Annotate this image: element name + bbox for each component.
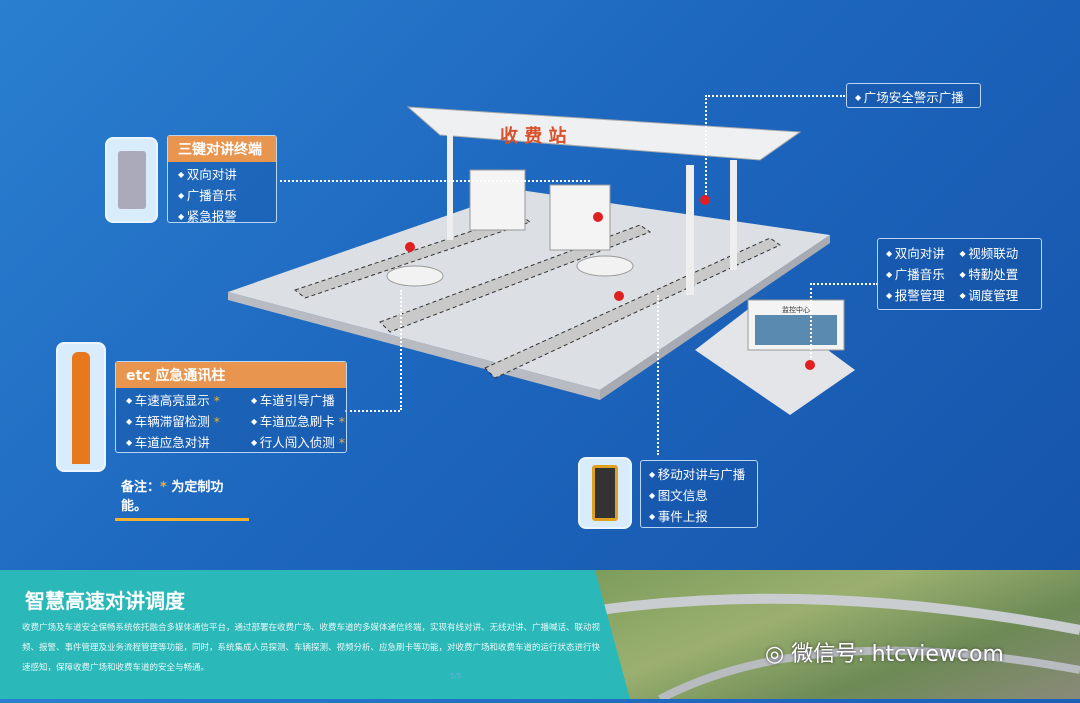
- feature-item: 视频联动: [960, 243, 1034, 264]
- connector-line: [280, 180, 590, 182]
- feature-item: 双向对讲: [178, 164, 266, 185]
- feature-item: 车辆滞留检测 *: [126, 411, 251, 432]
- device-marker: [593, 212, 603, 222]
- footer-title: 智慧高速对讲调度: [25, 589, 185, 613]
- device-marker: [805, 360, 815, 370]
- feature-item: 广播音乐: [886, 264, 960, 285]
- feature-item: 调度管理: [960, 285, 1034, 306]
- mobile-terminal-panel: 移动对讲与广播 图文信息 事件上报: [640, 460, 758, 528]
- feature-item: 广场安全警示广播: [855, 87, 972, 108]
- mobile-terminal-image: [578, 457, 632, 529]
- device-marker: [405, 242, 415, 252]
- wechat-watermark: ◎ 微信号: htcviewcom: [765, 642, 1004, 667]
- feature-item: 车道引导广播: [251, 390, 345, 411]
- control-center-panel: 双向对讲 视频联动 广播音乐 特勤处置 报警管理 调度管理: [877, 238, 1042, 310]
- connector-line: [810, 283, 878, 358]
- connector-line: [400, 290, 402, 410]
- device-marker: [700, 195, 710, 205]
- feature-item: 报警管理: [886, 285, 960, 306]
- feature-item: 移动对讲与广播: [649, 464, 749, 485]
- page-number: 5/5: [450, 672, 462, 680]
- footer-panel: 智慧高速对讲调度 收费广场及车道安全保畅系统依托融合多媒体通信平台，通过部署在收…: [0, 570, 630, 699]
- device-marker: [614, 291, 624, 301]
- feature-item: 行人闯入侦测 *: [251, 432, 345, 453]
- feature-item: 特勤处置: [960, 264, 1034, 285]
- footer-description: 收费广场及车道安全保畅系统依托融合多媒体通信平台，通过部署在收费广场、收费车道的…: [22, 623, 601, 673]
- connector-line: [345, 410, 400, 412]
- etc-column-image: [56, 342, 106, 472]
- feature-item: 车速高亮显示 *: [126, 390, 251, 411]
- connector-line: [657, 295, 659, 455]
- toll-station-illustration: 收 费 站 监控中心: [228, 106, 855, 415]
- panel-title: 三键对讲终端: [168, 136, 276, 162]
- feature-item: 车道应急刷卡 *: [251, 411, 345, 432]
- feature-item: 广播音乐: [178, 185, 266, 206]
- toll-sign: 收 费 站: [500, 125, 567, 147]
- panel-title: etc 应急通讯柱: [116, 362, 346, 388]
- wechat-icon: ◎: [765, 642, 792, 667]
- feature-item: 双向对讲: [886, 243, 960, 264]
- three-key-terminal-panel: 三键对讲终端 双向对讲 广播音乐 紧急报警: [167, 135, 277, 224]
- feature-item: 车道应急对讲: [126, 432, 251, 453]
- feature-item: 紧急报警: [178, 206, 266, 227]
- etc-column-panel: etc 应急通讯柱 车速高亮显示 * 车道引导广播 车辆滞留检测 * 车道应急刷…: [115, 361, 347, 453]
- feature-item: 事件上报: [649, 506, 749, 527]
- custom-note: 备注：* 为定制功能。: [115, 476, 249, 521]
- aerial-photo: [560, 570, 1080, 703]
- feature-item: 图文信息: [649, 485, 749, 506]
- connector-line: [705, 95, 845, 195]
- broadcast-panel: 广场安全警示广播: [846, 83, 981, 108]
- intercom-terminal-image: [105, 137, 158, 223]
- monitor-label: 监控中心: [782, 305, 810, 314]
